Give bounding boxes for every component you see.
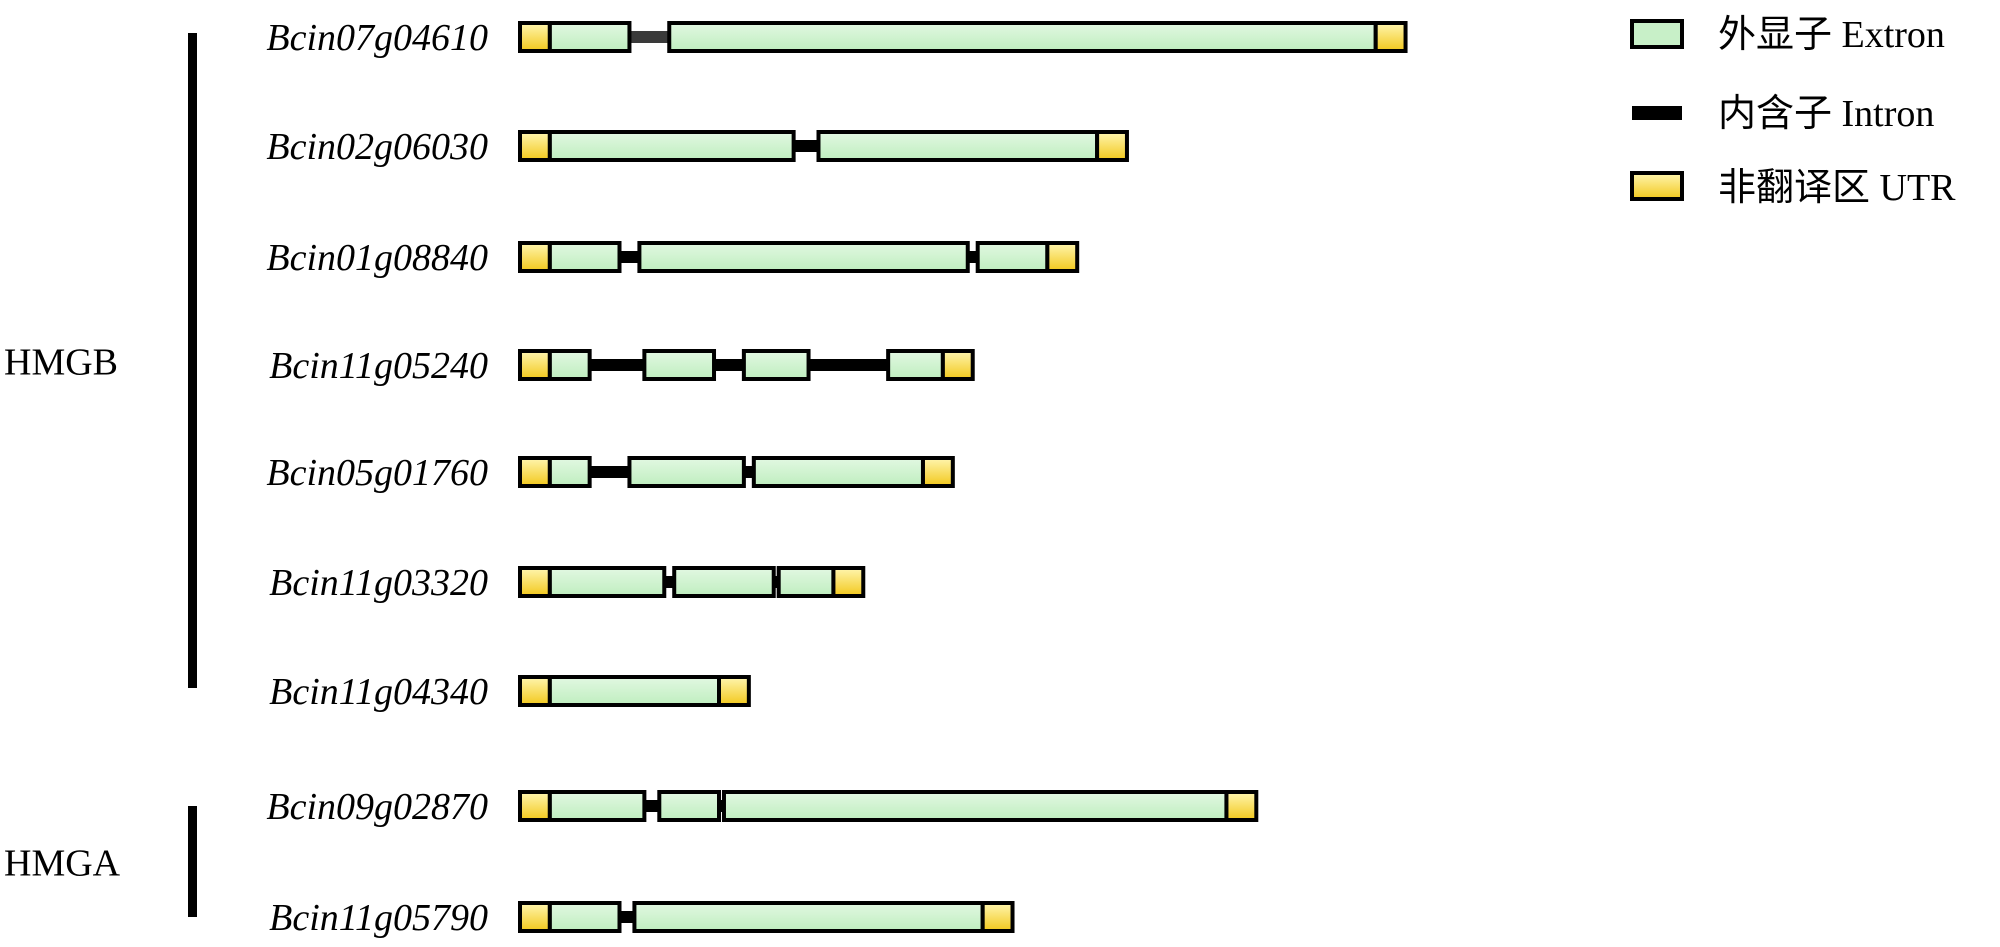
exon-segment — [547, 349, 592, 381]
intron-segment — [806, 359, 891, 371]
gene-row: Bcin11g03320 — [269, 562, 866, 604]
exon-segment — [657, 790, 721, 822]
intron-segment — [587, 359, 647, 371]
exon-segment — [547, 241, 622, 273]
exon-segment — [547, 566, 667, 598]
gene-name: Bcin11g05240 — [269, 345, 488, 387]
utr-segment — [1045, 241, 1080, 273]
intron-segment — [587, 466, 632, 478]
utr-segment — [518, 21, 552, 53]
group-label: HMGA — [4, 843, 121, 885]
gene-row: Bcin05g01760 — [266, 452, 955, 494]
exon-segment — [637, 241, 970, 273]
utr-segment — [518, 456, 552, 488]
legend-item-intron: 内含子 Intron — [1632, 93, 1934, 135]
group-bracket-bar — [188, 806, 197, 917]
intron-segment — [771, 576, 781, 588]
gene-rows: Bcin07g04610Bcin02g06030Bcin01g08840Bcin… — [266, 17, 1408, 939]
exon-segment — [547, 456, 592, 488]
gene-name: Bcin09g02870 — [266, 786, 488, 828]
legend-exon-label: 外显子 Extron — [1718, 14, 1945, 56]
exon-segment — [547, 675, 721, 707]
utr-segment — [920, 456, 955, 488]
exon-segment — [627, 456, 746, 488]
legend: 外显子 Extron 内含子 Intron 非翻译区 UTR — [1630, 14, 1956, 209]
group-hmga: HMGA — [4, 806, 197, 917]
exon-segment — [642, 349, 717, 381]
legend-item-exon: 外显子 Extron — [1630, 14, 1945, 56]
utr-segment — [518, 675, 552, 707]
gene-name: Bcin05g01760 — [266, 452, 488, 494]
group-brackets: HMGB HMGA — [4, 33, 197, 917]
legend-utr-swatch — [1630, 171, 1684, 201]
exon-segment — [547, 21, 632, 53]
exon-segment — [547, 790, 647, 822]
utr-segment — [518, 349, 552, 381]
gene-name: Bcin02g06030 — [266, 126, 488, 168]
utr-segment — [1095, 130, 1129, 162]
utr-segment — [1224, 790, 1259, 822]
gene-name: Bcin11g04340 — [269, 671, 488, 713]
legend-exon-swatch — [1630, 19, 1684, 49]
exon-segment — [816, 130, 1100, 162]
gene-name: Bcin07g04610 — [266, 17, 488, 59]
intron-segment — [791, 140, 821, 152]
legend-intron-label: 内含子 Intron — [1718, 93, 1934, 135]
utr-segment — [717, 675, 751, 707]
exon-segment — [547, 130, 796, 162]
exon-segment — [547, 901, 622, 933]
exon-segment — [886, 349, 945, 381]
gene-row: Bcin02g06030 — [266, 126, 1129, 168]
exon-segment — [751, 456, 925, 488]
gene-name: Bcin11g05790 — [269, 897, 488, 939]
exon-segment — [975, 241, 1050, 273]
gene-row: Bcin01g08840 — [266, 237, 1080, 279]
intron-segment — [627, 31, 672, 43]
exon-segment — [672, 566, 776, 598]
legend-utr-label: 非翻译区 UTR — [1718, 167, 1956, 209]
utr-segment — [980, 901, 1015, 933]
intron-segment — [617, 911, 637, 923]
utr-segment — [1373, 21, 1408, 53]
utr-segment — [940, 349, 975, 381]
intron-segment — [712, 359, 746, 371]
utr-segment — [518, 901, 552, 933]
intron-segment — [617, 251, 642, 263]
utr-segment — [518, 241, 552, 273]
gene-name: Bcin01g08840 — [266, 237, 488, 279]
intron-segment — [642, 800, 662, 812]
gene-row: Bcin11g05240 — [269, 345, 975, 387]
gene-row: Bcin11g05790 — [269, 897, 1015, 939]
utr-segment — [518, 790, 552, 822]
intron-segment — [717, 800, 726, 812]
group-label: HMGB — [4, 342, 118, 384]
legend-item-utr: 非翻译区 UTR — [1630, 167, 1956, 209]
gene-row: Bcin11g04340 — [269, 671, 751, 713]
exon-segment — [721, 790, 1229, 822]
group-hmgb: HMGB — [4, 33, 197, 688]
exon-segment — [776, 566, 836, 598]
gene-row: Bcin09g02870 — [266, 786, 1259, 828]
exon-segment — [632, 901, 985, 933]
gene-row: Bcin07g04610 — [266, 17, 1408, 59]
group-bracket-bar — [188, 33, 197, 688]
exon-segment — [667, 21, 1378, 53]
utr-segment — [518, 130, 552, 162]
utr-segment — [518, 566, 552, 598]
exon-segment — [741, 349, 811, 381]
legend-intron-swatch — [1632, 106, 1682, 120]
utr-segment — [831, 566, 866, 598]
gene-name: Bcin11g03320 — [269, 562, 488, 604]
